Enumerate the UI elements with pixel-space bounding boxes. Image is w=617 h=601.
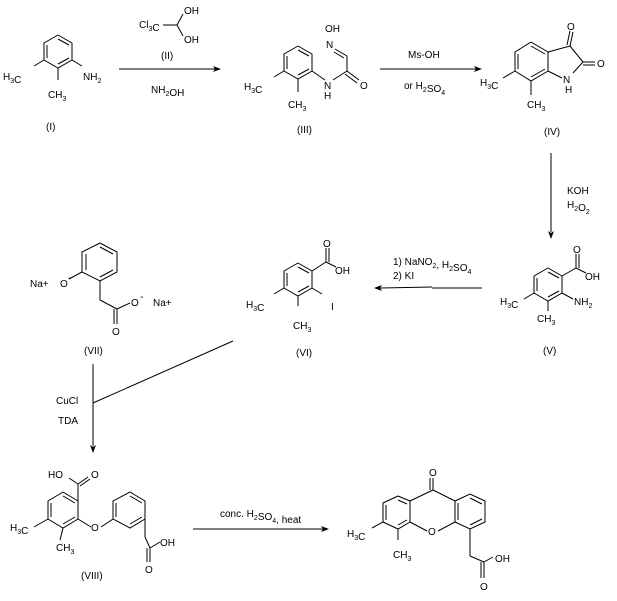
compound-V-methyl-left: H3C: [500, 297, 518, 311]
compound-III-oxime-oh: OH: [325, 24, 340, 35]
compound-VIII-ether-o: O: [91, 523, 99, 534]
compound-VII-phenoxide-charge: -: [68, 273, 71, 284]
step2-reagent-above: Ms-OH: [408, 50, 440, 61]
compound-VIII-hydroxyl: OH: [160, 538, 175, 549]
compound-final-methyl-left: H3C: [347, 529, 365, 543]
compound-VI-label: (VI): [296, 348, 312, 359]
compound-VIII-carbonyl-o: O: [145, 565, 153, 576]
step1-reagent: NH2OH: [151, 85, 184, 99]
step5-reagent-line2: TDA: [58, 416, 78, 427]
compound-II-ccl3: Cl3C: [139, 20, 160, 34]
step4-reagent-line1: 1) NaNO2, H2SO4: [393, 257, 472, 276]
compound-II: Cl3C OH OH (II): [139, 6, 199, 62]
compound-VI: O OH I H3C CH3 (VI): [246, 239, 350, 359]
compound-III-label: (III): [297, 125, 312, 136]
compound-IV: O O N H H3C CH3 (IV): [480, 22, 605, 138]
compound-II-oh-top: OH: [184, 6, 199, 17]
compound-VI-methyl-bottom: CH3: [293, 321, 311, 334]
compound-VII-phenoxide-o: O: [60, 279, 68, 290]
reaction-arrow-step3: [548, 153, 554, 239]
step3-reagent-line1: KOH: [567, 186, 589, 197]
compound-VII: Na+ O - O - Na+ O (VII): [30, 242, 172, 357]
compound-VII-label: (VII): [84, 346, 103, 357]
compound-III-nh-n: N: [324, 81, 331, 92]
compound-III-carbonyl-o: O: [360, 81, 368, 92]
reaction-arrow-step2: [380, 66, 482, 72]
compound-final: O O H3C CH3 OH O: [347, 468, 510, 593]
compound-III: H3C CH3 N H O N OH (III): [244, 24, 368, 136]
compound-III-methyl-left: H3C: [244, 82, 262, 96]
compound-VII-carboxylate-o: O: [131, 298, 139, 309]
compound-IV-nh-n: N: [563, 75, 570, 86]
compound-VI-hydroxyl: OH: [335, 266, 350, 277]
reaction-arrow-step5: [90, 340, 234, 453]
compound-VII-carboxylate-charge: -: [140, 292, 143, 303]
reaction-arrow-step1: [119, 66, 221, 72]
step3-reagent-line2: H2O2: [567, 200, 590, 216]
reaction-arrow-step4: [374, 285, 482, 291]
compound-II-label: (II): [161, 51, 173, 62]
compound-I-label: (I): [46, 122, 55, 133]
compound-VIII-methyl-bottom: CH3: [56, 543, 74, 556]
compound-IV-oxo-top: O: [567, 22, 575, 33]
compound-VI-carbonyl-o: O: [323, 239, 331, 250]
compound-I-methyl-bottom: CH3: [48, 90, 66, 103]
compound-IV-label: (IV): [544, 127, 560, 138]
compound-VII-sodium-left: Na+: [30, 279, 49, 290]
compound-final-methyl-bottom: CH3: [393, 550, 411, 563]
compound-I: H3C CH3 NH2 (I): [3, 34, 101, 133]
compound-final-ether-o: O: [428, 527, 436, 538]
compound-IV-methyl-bottom: CH3: [527, 100, 545, 113]
compound-final-carbonyl-o: O: [480, 582, 488, 593]
compound-VII-sodium-right: Na+: [153, 298, 172, 309]
compound-VIII-label: (VIII): [81, 571, 103, 582]
compound-II-oh-bottom: OH: [184, 35, 199, 46]
compound-III-oxime-n: N: [326, 40, 333, 51]
step6-reagent: conc. H2SO4, heat: [220, 509, 301, 526]
compound-VI-iodo: I: [331, 302, 334, 313]
compound-V-carbonyl-o: O: [573, 245, 581, 256]
compound-final-hydroxyl: OH: [495, 554, 510, 565]
compound-VIII-carboxyl-o: O: [91, 470, 99, 481]
compound-V: O OH NH2 H3C CH3 (V): [500, 245, 600, 357]
compound-V-amine: NH2: [574, 297, 592, 310]
compound-III-nh-h: H: [324, 91, 331, 102]
compound-I-methyl-left: H3C: [3, 72, 21, 86]
compound-IV-nh-h: H: [565, 85, 572, 96]
compound-V-label: (V): [543, 346, 556, 357]
compound-VIII: HO O O H3C CH3 OH O (VIII): [10, 470, 175, 582]
compound-IV-oxo-right: O: [597, 59, 605, 70]
compound-VI-methyl-left: H3C: [246, 300, 264, 314]
step2-reagent-below: or H2SO4: [404, 81, 445, 97]
step5-reagent-line1: CuCl: [56, 396, 78, 407]
step4-reagent-line2: 2) KI: [393, 271, 414, 282]
reaction-arrow-step6: [193, 526, 329, 532]
compound-VII-carbonyl-o: O: [112, 327, 120, 338]
compound-final-ketone-o: O: [429, 468, 437, 479]
compound-VIII-carboxyl-ho: HO: [48, 470, 63, 481]
compound-V-hydroxyl: OH: [585, 272, 600, 283]
compound-I-ring: [33, 34, 83, 80]
compound-I-amine: NH2: [83, 72, 101, 85]
compound-III-methyl-bottom: CH3: [288, 100, 306, 113]
compound-IV-methyl-left: H3C: [480, 78, 498, 92]
compound-VIII-methyl-left: H3C: [10, 523, 28, 537]
compound-V-methyl-bottom: CH3: [537, 314, 555, 327]
